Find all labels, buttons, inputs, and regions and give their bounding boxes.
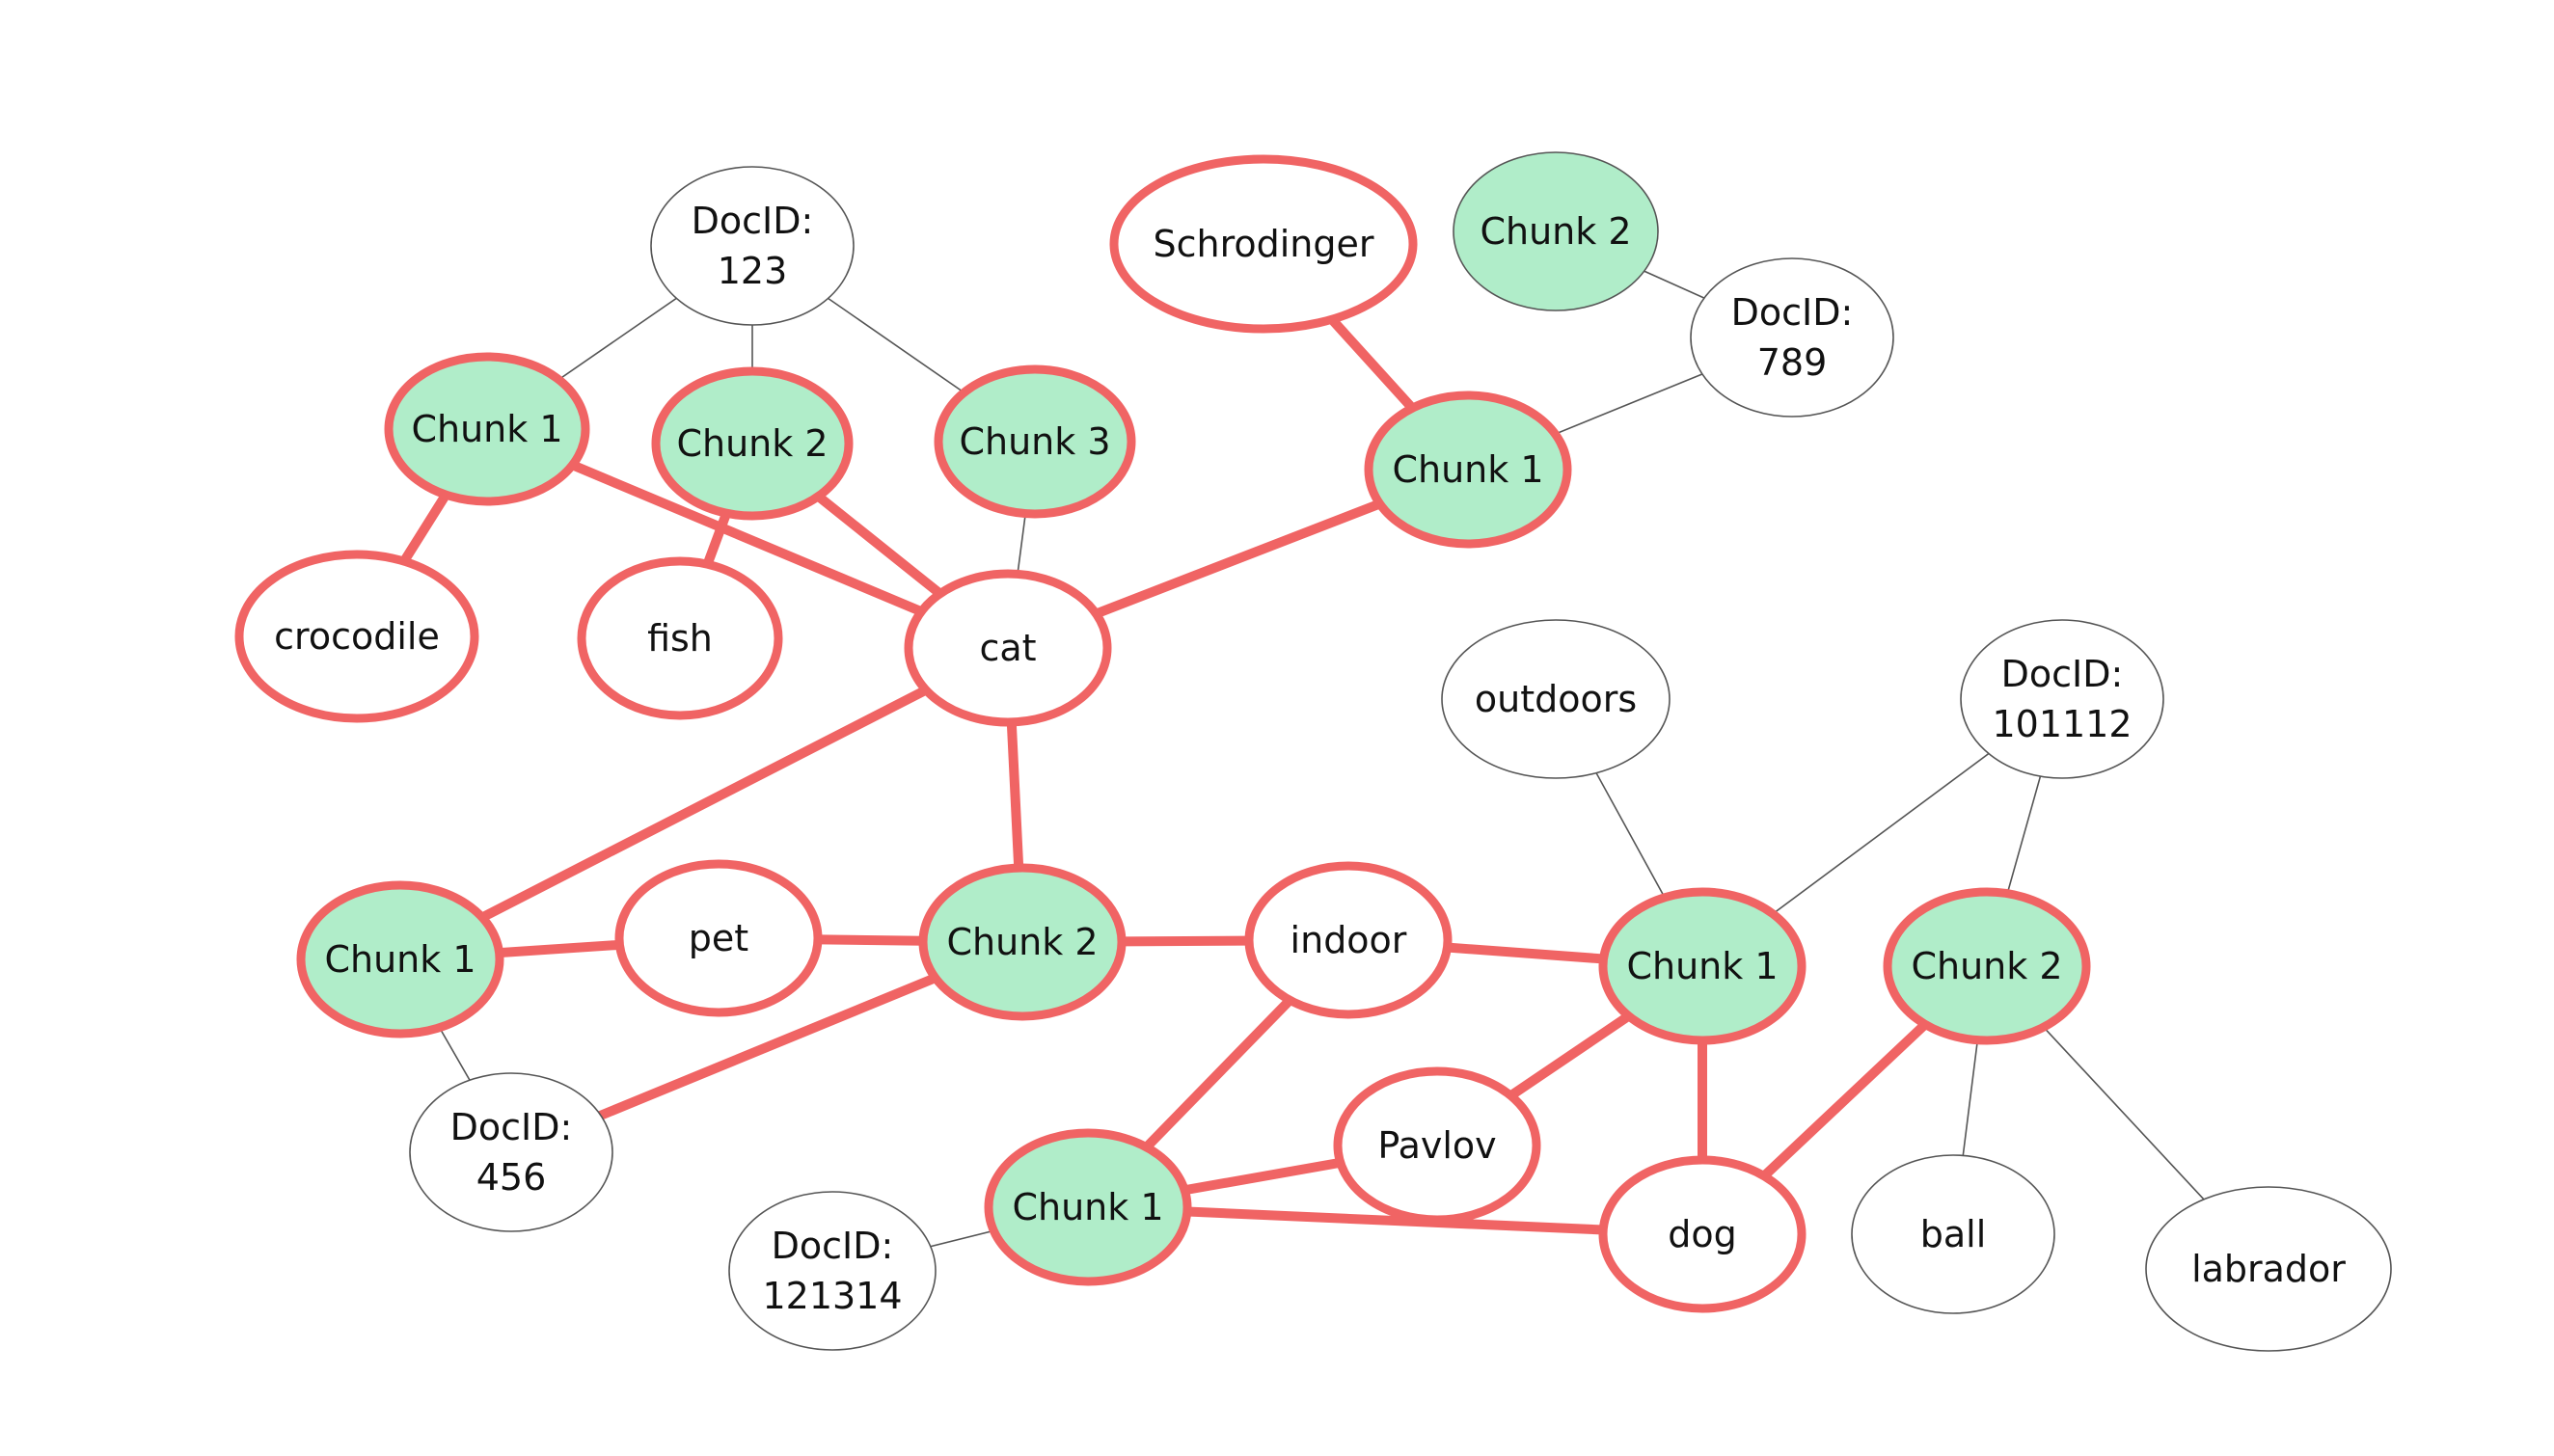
node-label-crocodile: crocodile	[274, 615, 440, 658]
node-doc101112: DocID: 101112	[1960, 619, 2164, 779]
node-label-cat: cat	[979, 627, 1036, 669]
node-fish: fish	[577, 556, 783, 720]
node-schrodinger: Schrodinger	[1109, 154, 1418, 334]
node-label-indoor: indoor	[1291, 919, 1407, 961]
node-label-doc123: DocID:	[692, 200, 814, 242]
node-shape-pavlov	[1333, 1066, 1541, 1225]
node-shape-doc121314	[728, 1191, 937, 1351]
node-shape-doc456	[409, 1072, 613, 1232]
node-shape-cat	[904, 569, 1112, 727]
node-shape-schrodinger	[1109, 154, 1418, 334]
node-shape-doc789	[1690, 257, 1894, 418]
node-doc456: DocID: 456	[409, 1072, 613, 1232]
node-doc789: DocID: 789	[1690, 257, 1894, 418]
node-pavlov: Pavlov	[1333, 1066, 1541, 1225]
node-c1_789: Chunk 1	[1364, 391, 1572, 549]
node-label-ball: ball	[1920, 1213, 1987, 1255]
node-shape-c1_456	[296, 880, 504, 1038]
node-shape-c2_456	[918, 863, 1127, 1021]
node-shape-fish	[577, 556, 783, 720]
node-label-doc121314: 121314	[762, 1275, 902, 1317]
node-shape-doc123	[650, 166, 855, 326]
node-doc121314: DocID: 121314	[728, 1191, 937, 1351]
node-label-doc456: DocID:	[450, 1106, 573, 1148]
node-shape-c1_123	[384, 352, 590, 506]
node-label-c3_123: Chunk 3	[959, 420, 1110, 463]
node-shape-dog	[1598, 1155, 1807, 1313]
node-shape-c3_123	[934, 364, 1136, 519]
node-label-c2_789: Chunk 2	[1480, 210, 1631, 253]
node-label-c2_456: Chunk 2	[946, 921, 1098, 963]
node-shape-c2_789	[1453, 151, 1659, 311]
node-outdoors: outdoors	[1441, 619, 1671, 779]
node-label-fish: fish	[647, 617, 713, 660]
node-shape-pet	[614, 859, 823, 1017]
node-shape-c1_789	[1364, 391, 1572, 549]
node-label-dog: dog	[1668, 1213, 1737, 1255]
node-shape-c2_101112	[1883, 887, 2091, 1045]
node-label-doc789: 789	[1757, 341, 1828, 384]
node-label-doc789: DocID:	[1731, 291, 1854, 334]
node-label-outdoors: outdoors	[1475, 678, 1637, 720]
node-label-c1_121314: Chunk 1	[1012, 1186, 1163, 1228]
node-label-doc101112: DocID:	[2001, 653, 2124, 695]
node-shape-outdoors	[1441, 619, 1671, 779]
node-doc123: DocID: 123	[650, 166, 855, 326]
node-c2_101112: Chunk 2	[1883, 887, 2091, 1045]
node-label-c2_123: Chunk 2	[676, 422, 828, 465]
node-c2_789: Chunk 2	[1453, 151, 1659, 311]
node-c3_123: Chunk 3	[934, 364, 1136, 519]
node-shape-c1_101112	[1598, 887, 1807, 1045]
node-label-c1_789: Chunk 1	[1392, 448, 1543, 491]
node-crocodile: crocodile	[234, 550, 479, 723]
node-label-c1_123: Chunk 1	[411, 408, 562, 450]
node-c1_123: Chunk 1	[384, 352, 590, 506]
node-c2_123: Chunk 2	[651, 366, 854, 521]
node-dog: dog	[1598, 1155, 1807, 1313]
node-label-pavlov: Pavlov	[1377, 1124, 1496, 1167]
node-ball: ball	[1851, 1154, 2055, 1314]
node-label-labrador: labrador	[2191, 1248, 2346, 1290]
node-label-doc456: 456	[476, 1156, 547, 1199]
node-cat: cat	[904, 569, 1112, 727]
edge-cat-c1_456	[395, 643, 1013, 964]
node-shape-labrador	[2145, 1186, 2392, 1352]
node-c2_456: Chunk 2	[918, 863, 1127, 1021]
node-shape-c2_123	[651, 366, 854, 521]
node-indoor: indoor	[1244, 861, 1453, 1019]
node-c1_101112: Chunk 1	[1598, 887, 1807, 1045]
node-label-c1_456: Chunk 1	[324, 938, 475, 981]
node-shape-ball	[1851, 1154, 2055, 1314]
node-label-doc121314: DocID:	[772, 1225, 894, 1267]
node-shape-crocodile	[234, 550, 479, 723]
node-c1_456: Chunk 1	[296, 880, 504, 1038]
node-label-pet: pet	[689, 917, 748, 959]
node-label-c2_101112: Chunk 2	[1911, 945, 2062, 987]
node-pet: pet	[614, 859, 823, 1017]
node-label-doc101112: 101112	[1992, 703, 2132, 745]
node-labrador: labrador	[2145, 1186, 2392, 1352]
node-label-c1_101112: Chunk 1	[1626, 945, 1778, 987]
node-shape-indoor	[1244, 861, 1453, 1019]
node-label-doc123: 123	[718, 250, 788, 292]
node-c1_121314: Chunk 1	[984, 1128, 1192, 1286]
node-label-schrodinger: Schrodinger	[1153, 223, 1373, 265]
node-shape-doc101112	[1960, 619, 2164, 779]
node-shape-c1_121314	[984, 1128, 1192, 1286]
